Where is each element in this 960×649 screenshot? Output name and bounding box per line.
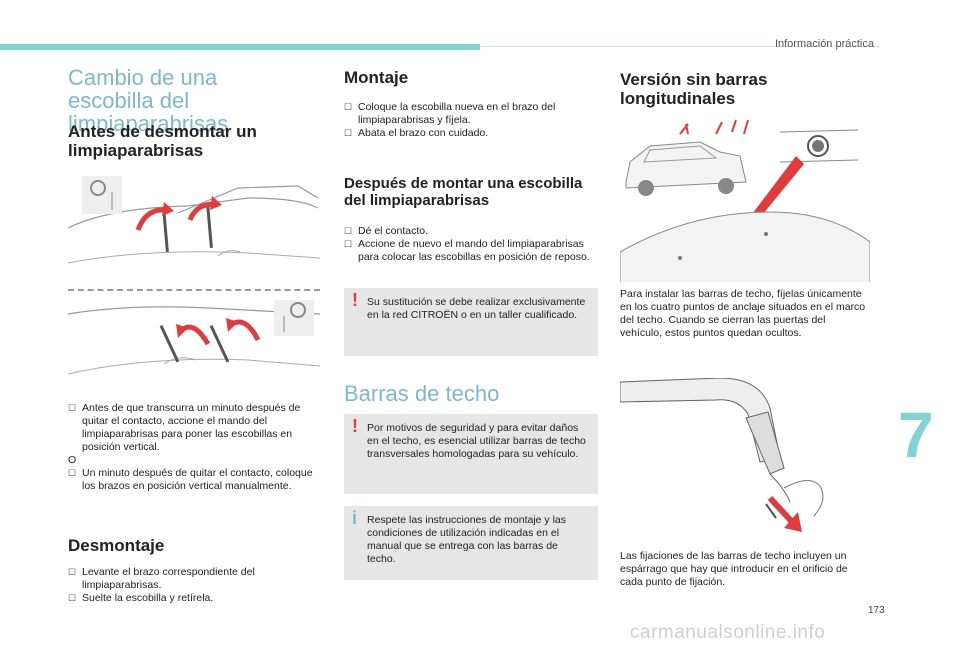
heading-montaje: Montaje — [344, 68, 409, 87]
bullet-park-wipers: Accione de nuevo el mando del limpiapara… — [344, 238, 598, 264]
section-title: Información práctica — [774, 38, 874, 50]
bullet-lower-arm: Abata el brazo con cuidado. — [344, 127, 598, 140]
windshield-wiper-illustration-top — [68, 176, 320, 264]
warning-icon: ! — [352, 416, 358, 436]
warning-box-network: ! Su sustitución se debe realizar exclus… — [344, 288, 598, 356]
main-title: Cambio de una escobilla del limpiaparabr… — [68, 65, 229, 136]
bullet-wiper-vertical: Antes de que transcurra un minuto despué… — [68, 402, 320, 454]
warning-icon: ! — [352, 290, 358, 310]
bullet-manual-vertical: Un minuto después de quitar el contacto,… — [68, 467, 320, 493]
warning-text-network: Su sustitución se debe realizar exclusiv… — [367, 296, 586, 321]
header-divider — [480, 46, 880, 47]
roof-bar-fixing-illustration — [620, 378, 824, 532]
chapter-number: 7 — [898, 399, 934, 471]
heading-desmontaje: Desmontaje — [68, 536, 165, 555]
heading-after-fitting: Después de montar una escobilla del limp… — [344, 175, 583, 209]
bullet-remove-blade: Suelte la escobilla y retírela. — [68, 592, 320, 605]
heading-before-removal: Antes de desmontar un limpiaparabrisas — [68, 122, 257, 160]
paragraph-fixing-stud: Las fijaciones de las barras de techo in… — [620, 550, 848, 588]
warning-text-roof-bars: Por motivos de seguridad y para evitar d… — [367, 422, 586, 460]
windshield-wiper-illustration-bottom — [68, 300, 320, 375]
paragraph-anchor-points: Para instalar las barras de techo, fíjel… — [620, 288, 866, 339]
illustration-divider — [68, 289, 320, 291]
heading-version-no-rails: Versión sin barras longitudinales — [620, 70, 768, 108]
page-number: 173 — [868, 605, 885, 616]
or-text: O — [68, 454, 77, 466]
warning-box-roof-bars: ! Por motivos de seguridad y para evitar… — [344, 414, 598, 494]
bullet-ignition-on: Dé el contacto. — [344, 225, 598, 238]
title-roof-bars: Barras de techo — [344, 381, 500, 406]
info-icon: i — [352, 508, 358, 528]
info-text-instructions: Respete las instrucciones de montaje y l… — [367, 514, 567, 565]
roof-anchor-illustration — [620, 119, 870, 282]
bullet-fit-blade: Coloque la escobilla nueva en el brazo d… — [344, 101, 598, 127]
info-box-instructions: i Respete las instrucciones de montaje y… — [344, 506, 598, 580]
bullet-lift-arm: Levante el brazo correspondiente del lim… — [68, 566, 320, 592]
header-accent-bar — [0, 44, 480, 50]
watermark: carmanualsonline.info — [630, 622, 826, 643]
